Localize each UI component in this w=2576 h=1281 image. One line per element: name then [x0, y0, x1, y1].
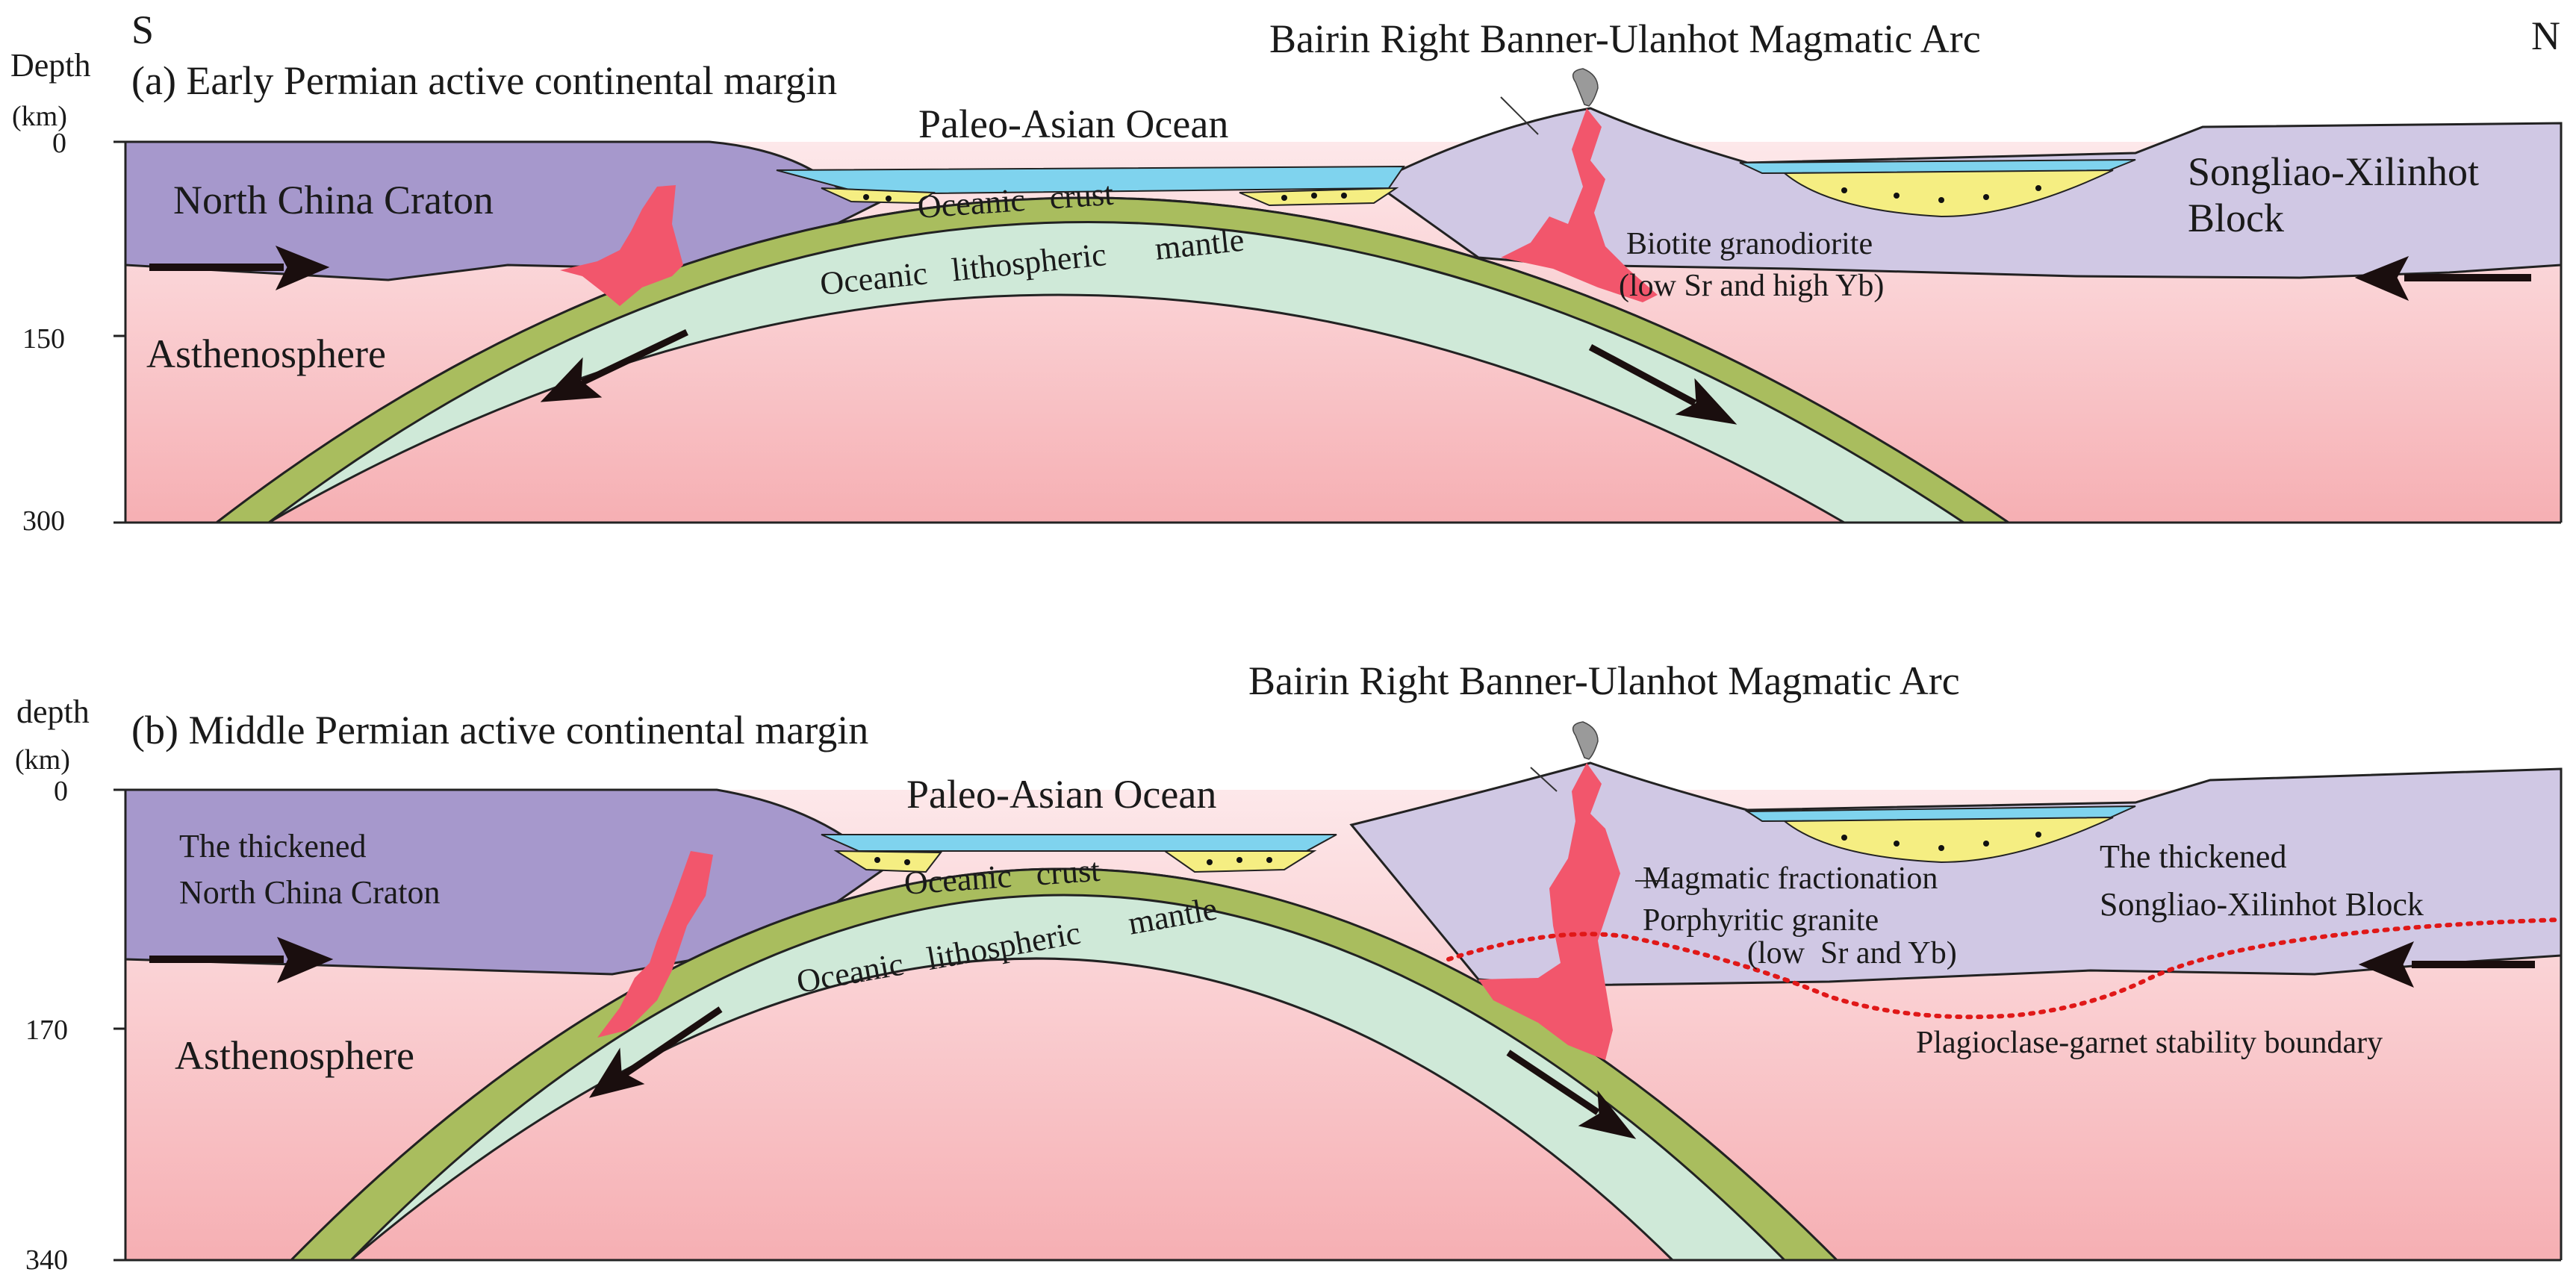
- tick-340-b: 340: [25, 1244, 68, 1276]
- panel-b-title: (b) Middle Permian active continental ma…: [131, 708, 868, 752]
- panel-a-title: (a) Early Permian active continental mar…: [131, 58, 837, 103]
- granite-label-b-1: Magmatic fractionation: [1643, 861, 1938, 896]
- tick-150-a: 150: [22, 323, 65, 355]
- trench-sediment-south-b: [833, 850, 943, 873]
- arc-label-a: Bairin Right Banner-Ulanhot Magmatic Arc: [1269, 16, 1981, 61]
- volcanic-plume-b: [1572, 721, 1599, 760]
- arc-magma-body-b: [1478, 763, 1620, 1060]
- paleo-asian-ocean-water-b: [821, 834, 1337, 852]
- tick-300-a: 300: [22, 505, 65, 537]
- volcanic-plume: [1572, 68, 1599, 107]
- arc-magma-body: [1501, 108, 1658, 302]
- plate-motion-arrows-b: [149, 937, 2535, 1139]
- trench-sediment-north: [1239, 187, 1399, 207]
- ocean-label-a: Paleo-Asian Ocean: [918, 102, 1228, 146]
- sediment-dots: [863, 185, 2041, 203]
- granite-label-b-2: Porphyritic granite: [1643, 903, 1879, 938]
- craton-label-b-1: The thickened: [179, 828, 366, 864]
- south-label: S: [131, 7, 154, 52]
- tick-0-b: 0: [54, 776, 68, 807]
- plate-motion-arrows-a: [149, 246, 2531, 425]
- back-arc-basin-sediment: [1782, 169, 2114, 218]
- depth-label-b: depth: [16, 694, 90, 730]
- asthenosphere-label-b: Asthenosphere: [175, 1033, 414, 1078]
- sediment-dots-b: [874, 832, 2041, 865]
- asthenosphere-label-a: Asthenosphere: [146, 331, 386, 376]
- craton-magma-body-b: [597, 851, 713, 1038]
- km-label-b: (km): [15, 744, 70, 776]
- block-label-b-2: Songliao-Xilinhot Block: [2100, 886, 2424, 923]
- km-label-a: (km): [12, 101, 67, 132]
- block-label-a-2: Block: [2188, 196, 2284, 240]
- panel-a: Depth (km) 0 150 300 (a) Early Permian a…: [10, 16, 2563, 537]
- depth-label-a: Depth: [10, 47, 91, 84]
- arc-leader-line-b: [1530, 767, 1558, 792]
- back-arc-basin-sediment-b: [1782, 817, 2114, 864]
- block-label-b-1: The thickened: [2100, 838, 2286, 875]
- trench-sediment-south: [821, 187, 936, 205]
- thickened-block-body: [1349, 761, 2563, 987]
- plagioclase-garnet-boundary: [1446, 917, 2563, 1020]
- granite-label-a-1: Biotite granodiorite: [1626, 227, 1873, 261]
- boundary-label: Plagioclase-garnet stability boundary: [1916, 1026, 2383, 1060]
- granite-label-b-3: (low Sr and Yb): [1747, 936, 1957, 970]
- block-label-a-1: Songliao-Xilinhot: [2188, 149, 2479, 194]
- tick-0-a: 0: [52, 128, 66, 159]
- craton-label-b-2: North China Craton: [179, 874, 441, 911]
- granite-label-a-2: (low Sr and high Yb): [1619, 269, 1884, 303]
- arc-leader-line: [1500, 96, 1539, 135]
- arc-label-b: Bairin Right Banner-Ulanhot Magmatic Arc: [1248, 658, 1960, 703]
- north-label: N: [2531, 13, 2560, 58]
- tick-170-b: 170: [25, 1014, 68, 1046]
- ocean-label-b: Paleo-Asian Ocean: [906, 772, 1216, 817]
- panel-b: depth (km) 0 170 340 (b) Middle Permian …: [15, 658, 2563, 1276]
- craton-label-a: North China Craton: [173, 178, 494, 222]
- craton-magma-body: [560, 185, 683, 306]
